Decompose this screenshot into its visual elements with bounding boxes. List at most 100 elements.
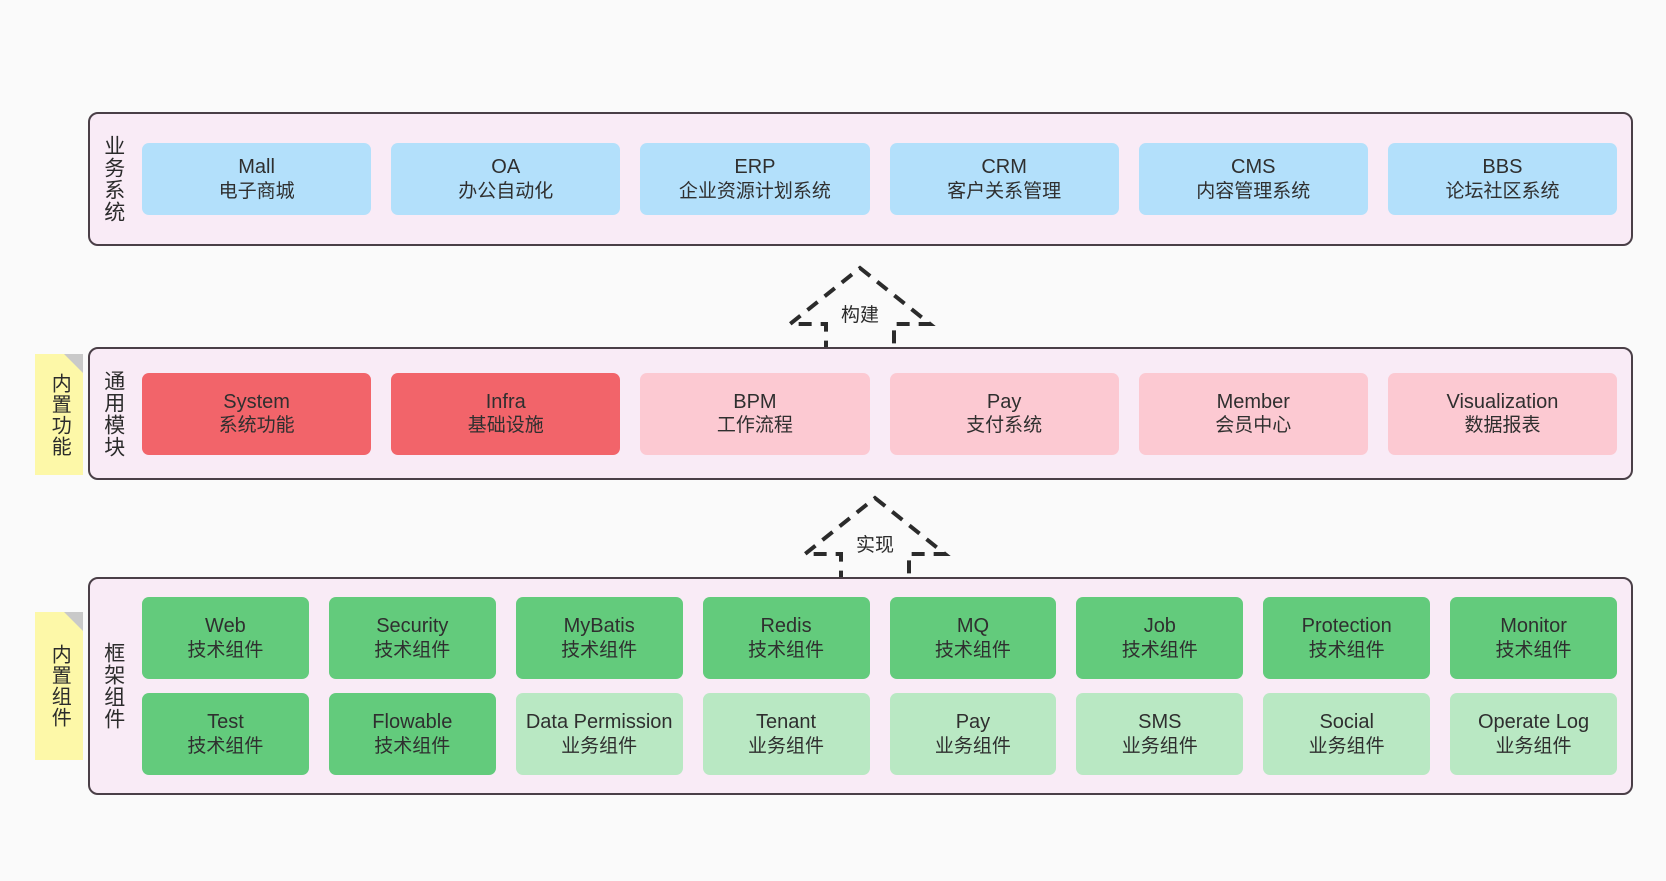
card-title: MyBatis [563, 615, 635, 638]
system-card-erp[interactable]: ERP 企业资源计划系统 [640, 143, 870, 215]
card-subtitle: 会员中心 [1215, 415, 1292, 437]
layer-title-framework: 框架组件 [101, 642, 125, 730]
card-subtitle: 工作流程 [716, 415, 793, 437]
card-subtitle: 技术组件 [1308, 639, 1385, 661]
card-title: MQ [956, 615, 990, 638]
card-title: Protection [1301, 615, 1392, 638]
card-subtitle: 办公自动化 [458, 180, 554, 202]
card-title: Test [207, 711, 244, 734]
connector-label-build: 构建 [840, 305, 879, 326]
system-card-mall[interactable]: Mall 电子商城 [142, 143, 372, 215]
note-builtin-features: 内置功能 [35, 354, 83, 475]
card-subtitle: 业务组件 [1121, 735, 1198, 757]
card-subtitle: 技术组件 [1495, 639, 1572, 661]
card-title: Redis [760, 615, 812, 638]
layer-row: Web 技术组件 Security 技术组件 MyBatis 技术组件 Redi… [142, 597, 1617, 679]
system-card-crm[interactable]: CRM 客户关系管理 [889, 143, 1119, 215]
card-subtitle: 论坛社区系统 [1445, 180, 1560, 202]
card-title: Visualization [1446, 390, 1559, 413]
card-subtitle: 技术组件 [748, 639, 825, 661]
module-card-system[interactable]: System 系统功能 [142, 372, 372, 455]
card-title: Job [1143, 615, 1176, 638]
note-fold-corner-icon [64, 354, 83, 373]
component-card-test[interactable]: Test 技术组件 [142, 693, 309, 775]
connector-implement-arrow: 实现 [775, 492, 975, 587]
card-subtitle: 业务组件 [561, 735, 638, 757]
card-subtitle: 内容管理系统 [1196, 180, 1311, 202]
component-card-pay[interactable]: Pay 业务组件 [889, 693, 1057, 775]
card-subtitle: 业务组件 [934, 735, 1011, 757]
card-title: Monitor [1500, 615, 1567, 638]
module-card-infra[interactable]: Infra 基础设施 [391, 372, 621, 455]
layer-title-business: 业务系统 [101, 135, 125, 223]
card-subtitle: 基础设施 [467, 415, 544, 437]
card-subtitle: 业务组件 [1308, 735, 1385, 757]
system-card-cms[interactable]: CMS 内容管理系统 [1138, 143, 1368, 215]
layer-common-module: 通用模块 System 系统功能 Infra 基础设施 BPM 工作流程 Pay… [88, 347, 1633, 480]
card-title: Pay [986, 390, 1022, 413]
component-card-web[interactable]: Web 技术组件 [142, 597, 309, 679]
system-card-bbs[interactable]: BBS 论坛社区系统 [1387, 143, 1618, 215]
card-title: Tenant [756, 711, 817, 734]
card-title: Flowable [372, 711, 453, 734]
card-subtitle: 系统功能 [218, 415, 295, 437]
component-card-protection[interactable]: Protection 技术组件 [1263, 597, 1431, 679]
module-card-member[interactable]: Member 会员中心 [1138, 372, 1368, 455]
card-subtitle: 技术组件 [187, 735, 264, 757]
system-card-oa[interactable]: OA 办公自动化 [391, 143, 621, 215]
card-title: BPM [733, 390, 777, 413]
note-fold-corner-icon [64, 612, 83, 631]
layer-row: System 系统功能 Infra 基础设施 BPM 工作流程 Pay 支付系统… [142, 372, 1618, 455]
card-subtitle: 技术组件 [1121, 639, 1198, 661]
component-card-mq[interactable]: MQ 技术组件 [889, 597, 1057, 679]
card-subtitle: 客户关系管理 [947, 180, 1062, 202]
card-title: SMS [1138, 711, 1182, 734]
note-builtin-components: 内置组件 [35, 612, 83, 760]
card-title: Web [205, 615, 246, 638]
card-title: Infra [485, 390, 526, 413]
component-card-tenant[interactable]: Tenant 业务组件 [702, 693, 870, 775]
card-subtitle: 技术组件 [374, 639, 451, 661]
card-title: CRM [981, 156, 1027, 179]
card-subtitle: 技术组件 [934, 639, 1011, 661]
layer-row: Test 技术组件 Flowable 技术组件 Data Permission … [142, 693, 1617, 775]
card-title: ERP [734, 156, 776, 179]
connector-label-implement: 实现 [855, 535, 894, 556]
connector-build-arrow: 构建 [760, 262, 960, 357]
layer-title-common: 通用模块 [101, 369, 125, 458]
card-title: CMS [1231, 156, 1276, 179]
component-card-social[interactable]: Social 业务组件 [1263, 693, 1431, 775]
component-card-security[interactable]: Security 技术组件 [328, 597, 496, 679]
component-card-flowable[interactable]: Flowable 技术组件 [328, 693, 496, 775]
layer-body-common: System 系统功能 Infra 基础设施 BPM 工作流程 Pay 支付系统… [136, 349, 1631, 478]
card-subtitle: 技术组件 [374, 735, 451, 757]
module-card-visualization[interactable]: Visualization 数据报表 [1387, 372, 1618, 455]
component-card-data-permission[interactable]: Data Permission 业务组件 [515, 693, 683, 775]
card-title: Social [1319, 711, 1374, 734]
card-subtitle: 技术组件 [187, 639, 264, 661]
component-card-job[interactable]: Job 技术组件 [1076, 597, 1244, 679]
card-title: System [223, 390, 290, 413]
note-label: 内置功能 [48, 372, 71, 457]
card-subtitle: 技术组件 [561, 639, 638, 661]
component-card-operate-log[interactable]: Operate Log 业务组件 [1450, 693, 1617, 775]
card-title: Security [376, 615, 449, 638]
card-title: OA [491, 156, 521, 179]
card-title: Data Permission [525, 711, 673, 734]
card-title: Pay [955, 711, 991, 734]
component-card-monitor[interactable]: Monitor 技术组件 [1450, 597, 1617, 679]
component-card-redis[interactable]: Redis 技术组件 [702, 597, 870, 679]
layer-business-system: 业务系统 Mall 电子商城 OA 办公自动化 ERP 企业资源计划系统 CRM… [88, 112, 1633, 246]
card-title: BBS [1482, 156, 1523, 179]
layer-body-business: Mall 电子商城 OA 办公自动化 ERP 企业资源计划系统 CRM 客户关系… [136, 114, 1631, 244]
card-title: Mall [238, 156, 275, 179]
component-card-sms[interactable]: SMS 业务组件 [1076, 693, 1244, 775]
module-card-pay[interactable]: Pay 支付系统 [889, 372, 1119, 455]
component-card-mybatis[interactable]: MyBatis 技术组件 [515, 597, 683, 679]
card-title: Operate Log [1477, 711, 1590, 734]
layer-framework-component: 框架组件 Web 技术组件 Security 技术组件 MyBatis 技术组件… [88, 577, 1633, 795]
module-card-bpm[interactable]: BPM 工作流程 [640, 372, 870, 455]
note-label: 内置组件 [48, 644, 71, 728]
card-title: Member [1216, 390, 1290, 413]
